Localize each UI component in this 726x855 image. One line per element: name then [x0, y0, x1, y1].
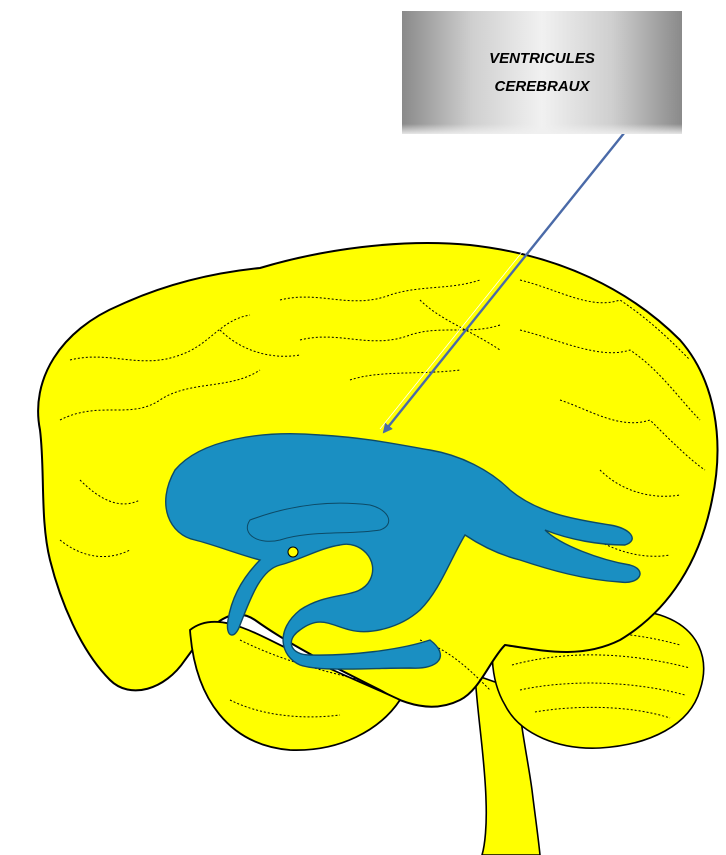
ventricles-label-box: VENTRICULES CEREBRAUX	[402, 11, 682, 134]
ventricles-label: VENTRICULES CEREBRAUX	[467, 45, 617, 101]
interventricular-foramen	[288, 547, 298, 557]
